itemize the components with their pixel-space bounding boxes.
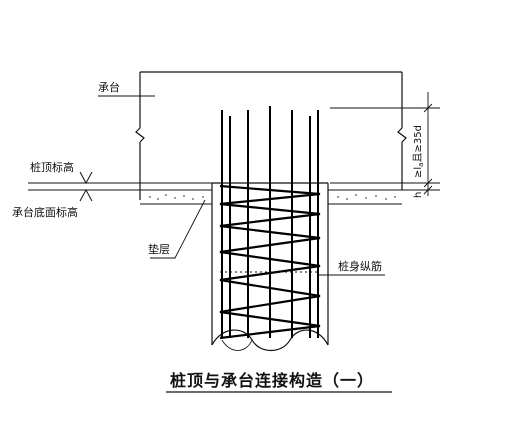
drawing-title: 桩顶与承台连接构造（一） [170,371,374,390]
cap-bottom-elevation-marker [28,188,140,202]
cap-bottom-elevation-label: 承台底面标高 [12,205,78,219]
longitudinal-rebar-label: 桩身纵筋 [338,259,382,273]
pile-top-elevation-marker [28,171,212,185]
leader-lines [98,95,385,276]
spiral-stirrup [219,184,321,340]
cushion-label: 垫层 [148,242,170,256]
pile-top-elevation-label: 桩顶标高 [30,160,74,174]
cushion-hatch [149,194,396,200]
embed-depth-text: h [413,192,424,198]
svg-text:h: h [413,192,424,198]
cap-label: 承台 [98,80,120,94]
anchorage-dimension-text: ≥la且≥35d [412,125,425,178]
svg-text:≥la且≥35d: ≥la且≥35d [412,125,425,178]
anchorage-dimension [330,92,440,196]
pile-cap-outline [135,71,407,200]
